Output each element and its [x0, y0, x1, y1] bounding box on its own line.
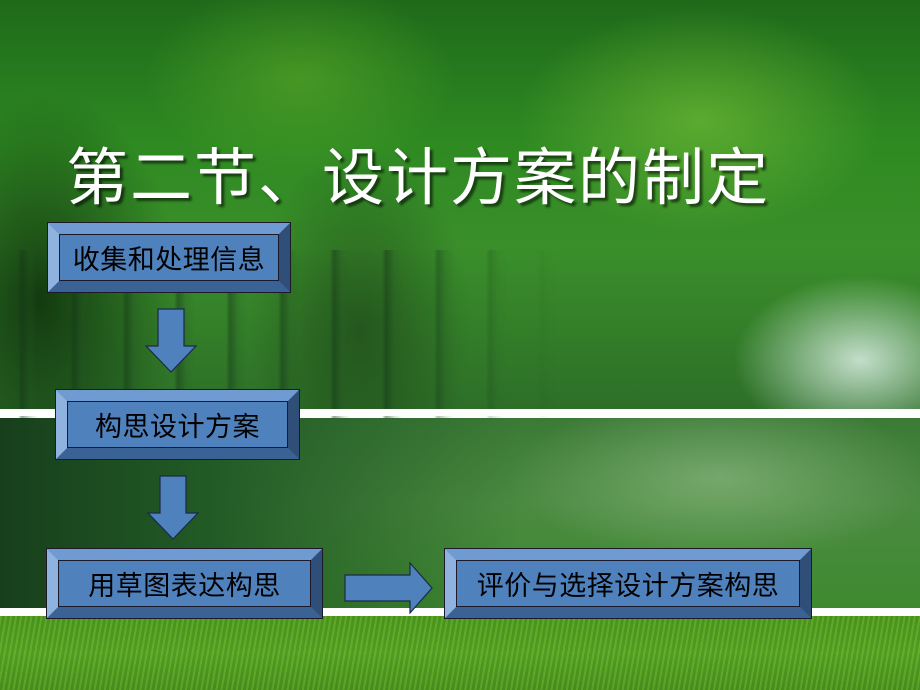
bevel-edge-bottom	[47, 607, 322, 618]
bevel-edge-left	[56, 390, 67, 459]
flow-step-sketch-concept: 用草图表达构思	[46, 548, 323, 619]
bevel-edge-bottom	[56, 448, 299, 459]
bevel-face: 用草图表达构思	[58, 560, 311, 607]
bevel-edge-right	[279, 223, 290, 292]
grass-background	[0, 616, 920, 690]
bevel-edge-top	[48, 223, 290, 234]
flow-step-conceive-design: 构思设计方案	[55, 389, 300, 460]
forest-canopy-background	[0, 0, 920, 412]
bevel-edge-bottom	[445, 607, 811, 618]
flow-step-collect-information: 收集和处理信息	[47, 222, 291, 293]
flow-step-label: 评价与选择设计方案构思	[476, 571, 780, 602]
bevel-edge-right	[800, 549, 811, 618]
flow-step-label: 用草图表达构思	[88, 571, 281, 602]
bevel-face: 构思设计方案	[67, 401, 288, 448]
bevel-edge-left	[48, 223, 59, 292]
flow-step-evaluate-select: 评价与选择设计方案构思	[444, 548, 812, 619]
bevel-face: 收集和处理信息	[59, 234, 279, 281]
flow-step-label: 构思设计方案	[95, 412, 260, 443]
white-divider-line-top	[0, 409, 920, 416]
bevel-edge-left	[445, 549, 456, 618]
bevel-edge-top	[56, 390, 299, 401]
arrow-down-icon	[145, 308, 197, 374]
bevel-edge-bottom	[48, 281, 290, 292]
bevel-edge-top	[445, 549, 811, 560]
arrow-right-icon	[344, 562, 434, 614]
bevel-edge-left	[47, 549, 58, 618]
flow-step-label: 收集和处理信息	[72, 245, 266, 276]
bevel-edge-right	[311, 549, 322, 618]
bevel-edge-right	[288, 390, 299, 459]
slide-title: 第二节、设计方案的制定	[66, 141, 771, 214]
bevel-face: 评价与选择设计方案构思	[456, 560, 800, 607]
arrow-down-icon	[147, 475, 199, 541]
bevel-edge-top	[47, 549, 322, 560]
